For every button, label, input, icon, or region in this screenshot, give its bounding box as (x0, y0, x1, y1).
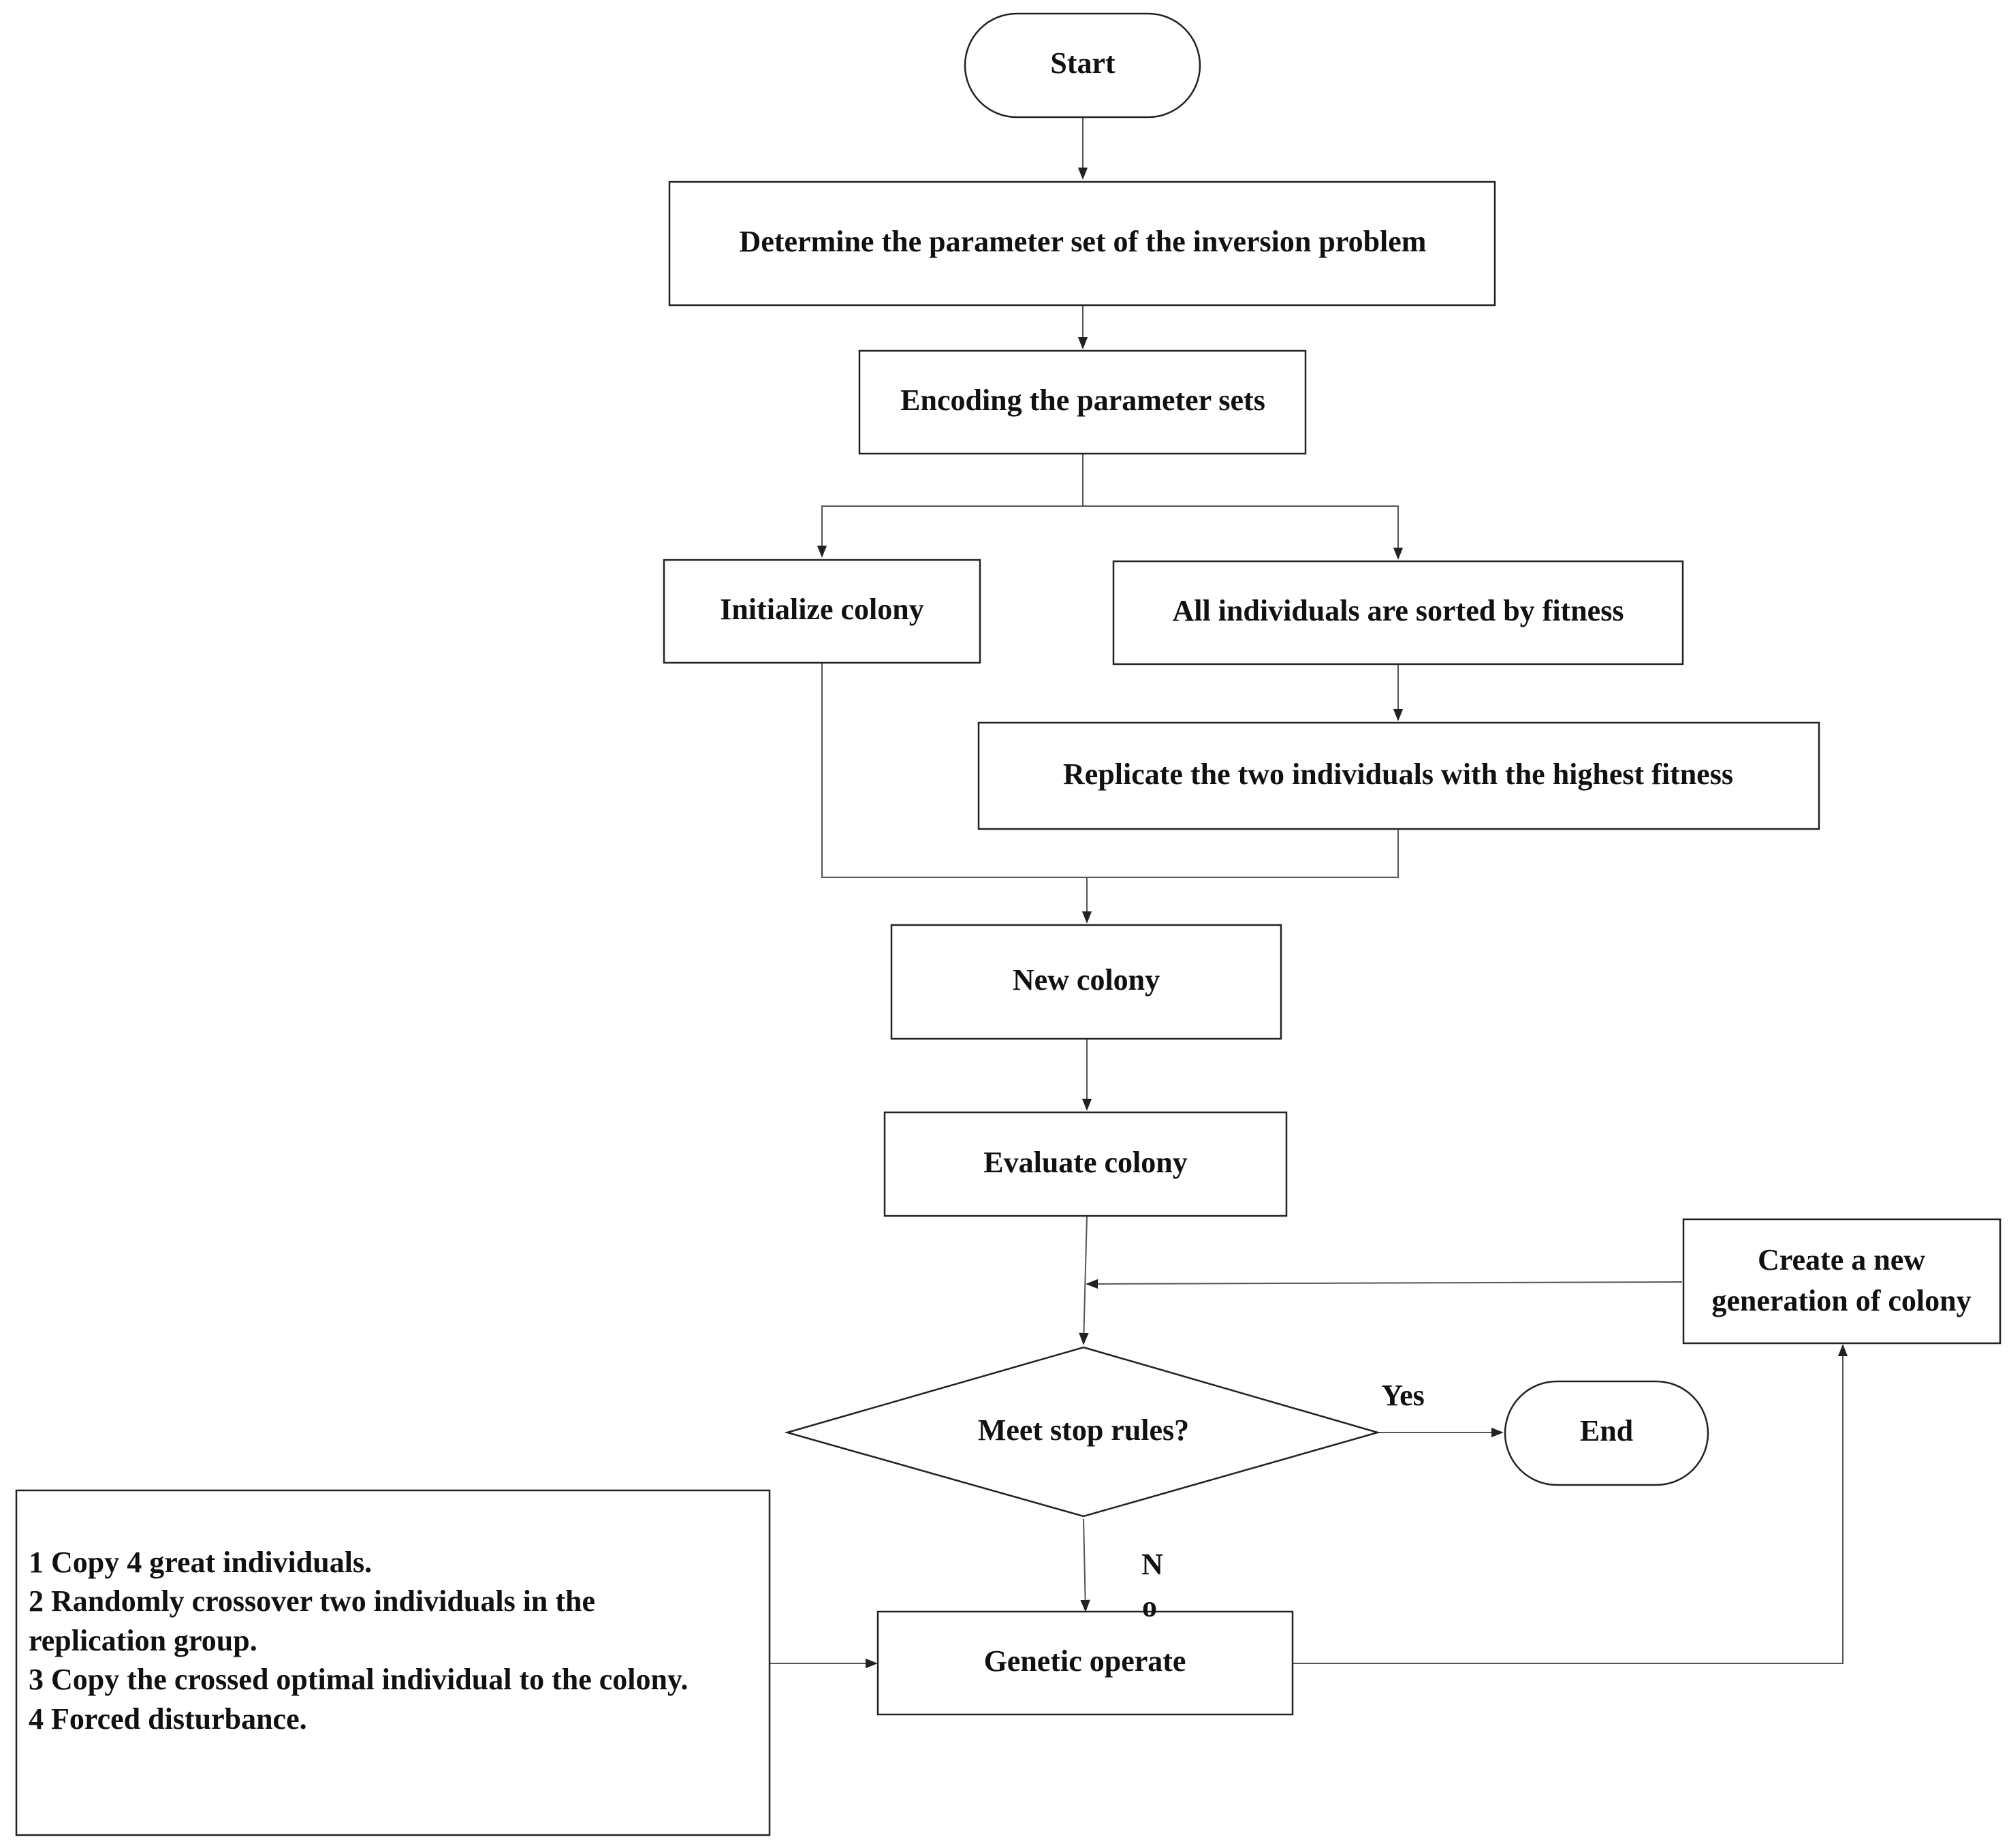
end-node: End (1504, 1380, 1709, 1486)
stop-rules-label: Meet stop rules? (978, 1413, 1189, 1447)
replicate-label: Replicate the two individuals with the h… (1063, 757, 1733, 791)
genetic-steps-note: 1 Copy 4 great individuals. 2 Randomly c… (15, 1489, 771, 1836)
yes-label: Yes (1381, 1379, 1425, 1412)
new-colony-label: New colony (1013, 963, 1160, 997)
encoding-box: Encoding the parameter sets (858, 349, 1307, 455)
no-label-line2: o (1142, 1590, 1157, 1623)
edge-createnew-to-loop (1086, 1279, 1683, 1289)
edge-init-merge (821, 663, 1087, 878)
initialize-colony-box: Initialize colony (663, 559, 981, 664)
edge-replicate-merge (1081, 829, 1399, 924)
no-label-line1: N (1141, 1548, 1163, 1581)
start-label: Start (1050, 46, 1116, 80)
replicate-box: Replicate the two individuals with the h… (977, 721, 1820, 830)
create-new-label-line1: Create a new (1758, 1243, 1925, 1277)
note-line-3: replication group. (29, 1624, 257, 1657)
note-line-1: 1 Copy 4 great individuals. (29, 1546, 372, 1579)
note-line-4: 3 Copy the crossed optimal individual to… (29, 1663, 689, 1696)
genetic-operate-label: Genetic operate (984, 1644, 1186, 1678)
evaluate-colony-box: Evaluate colony (883, 1111, 1288, 1217)
note-line-2: 2 Randomly crossover two individuals in … (29, 1584, 595, 1618)
sort-fitness-box: All individuals are sorted by fitness (1112, 560, 1684, 665)
genetic-operate-box: Genetic operate (876, 1610, 1294, 1716)
determine-parameter-label: Determine the parameter set of the inver… (740, 225, 1427, 258)
initialize-colony-label: Initialize colony (720, 593, 923, 626)
start-node: Start (964, 12, 1201, 119)
new-colony-box: New colony (890, 924, 1282, 1040)
edge-evaluate-to-decision (1079, 1215, 1089, 1345)
edge-encoding-branch (817, 454, 1083, 558)
determine-parameter-box: Determine the parameter set of the inver… (668, 181, 1496, 307)
stop-rules-decision: Meet stop rules? (784, 1346, 1381, 1518)
encoding-label: Encoding the parameter sets (900, 383, 1265, 417)
note-line-5: 4 Forced disturbance. (29, 1702, 307, 1736)
create-new-label-line2: generation of colony (1711, 1284, 1971, 1317)
edge-decision-no-to-genetic (1080, 1518, 1090, 1612)
end-label: End (1580, 1414, 1633, 1447)
evaluate-colony-label: Evaluate colony (983, 1146, 1187, 1179)
create-new-generation-box: Create a new generation of colony (1682, 1218, 2002, 1345)
edge-encoding-to-sort (1083, 505, 1404, 560)
sort-fitness-label: All individuals are sorted by fitness (1173, 594, 1624, 627)
edge-genetic-to-createnew (1293, 1344, 1848, 1664)
edges (770, 117, 1848, 1669)
